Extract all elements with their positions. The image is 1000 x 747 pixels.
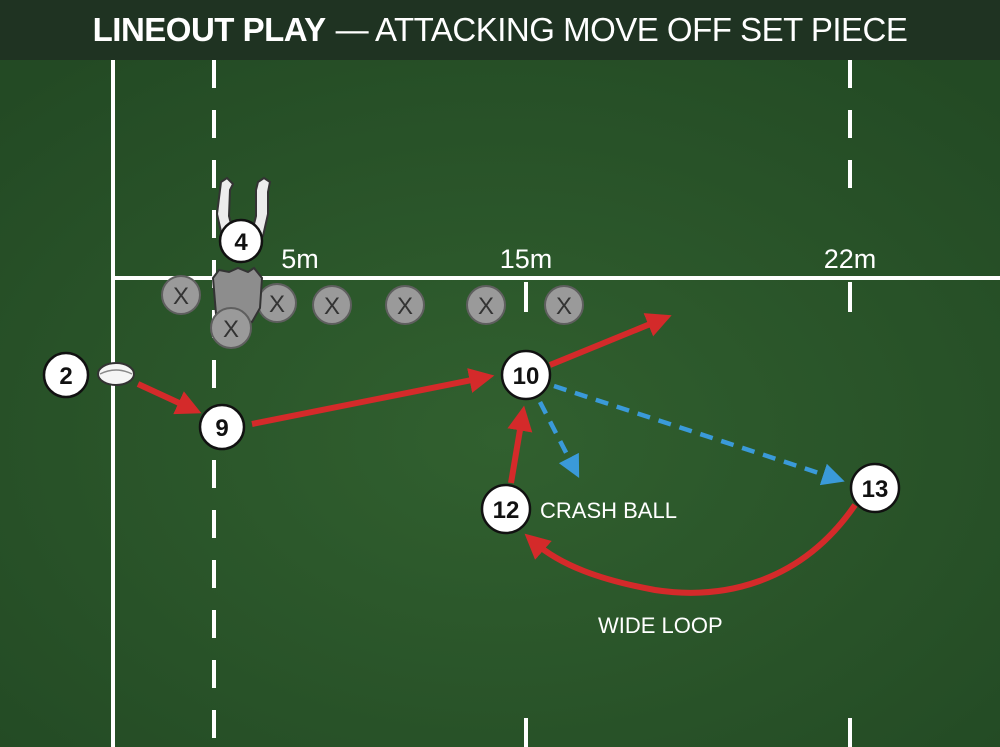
player-10-number: 10 — [513, 363, 540, 390]
opponent: X — [544, 285, 584, 325]
run-10-outside — [548, 313, 672, 368]
opponent: X — [161, 275, 201, 315]
pass-9-to-10 — [251, 368, 495, 427]
crash-ball-label: CRASH BALL — [540, 498, 677, 523]
svg-text:X: X — [173, 283, 189, 310]
player-12-number: 12 — [493, 497, 520, 524]
svg-text:X: X — [478, 293, 494, 320]
option-arrow-short — [537, 400, 580, 479]
twenty-two-label: 22m — [824, 244, 877, 274]
player-9: 9 — [198, 403, 246, 451]
opponent: X — [257, 283, 297, 323]
player-13: 13 — [849, 462, 901, 514]
opponent: X — [466, 285, 506, 325]
player-10: 10 — [500, 349, 552, 401]
opponent-marker: X — [223, 316, 239, 343]
opponent: X — [312, 285, 352, 325]
title-bold: LINEOUT PLAY — [92, 11, 326, 48]
five-metre-label: 5m — [281, 244, 319, 274]
player-2-number: 2 — [59, 363, 72, 390]
player-13-number: 13 — [862, 476, 889, 503]
opposition-line: X X X X X X — [161, 275, 584, 325]
opponent: X — [385, 285, 425, 325]
opposition-jumper: X — [210, 266, 264, 349]
player-9-number: 9 — [215, 415, 228, 442]
crash-line-12-to-10 — [507, 405, 533, 484]
option-arrow-wide — [553, 383, 845, 486]
player-4-number: 4 — [234, 229, 248, 256]
player-12: 12 — [480, 483, 532, 535]
jumper-4: 4 — [215, 176, 272, 264]
svg-text:X: X — [556, 293, 572, 320]
svg-text:X: X — [324, 293, 340, 320]
wide-loop-label: WIDE LOOP — [598, 613, 723, 638]
grass — [0, 60, 1000, 747]
title-subtitle: — ATTACKING MOVE OFF SET PIECE — [335, 11, 908, 48]
opponent — [210, 307, 252, 349]
svg-text:X: X — [269, 291, 285, 318]
svg-text:X: X — [397, 293, 413, 320]
title-bar: LINEOUT PLAY — ATTACKING MOVE OFF SET PI… — [0, 0, 1000, 60]
fifteen-metre-label: 15m — [500, 244, 553, 274]
player-2: 2 — [42, 351, 90, 399]
wide-loop-arrow — [524, 503, 858, 596]
throw-arrow — [136, 381, 202, 415]
rugby-ball-icon — [97, 362, 135, 386]
